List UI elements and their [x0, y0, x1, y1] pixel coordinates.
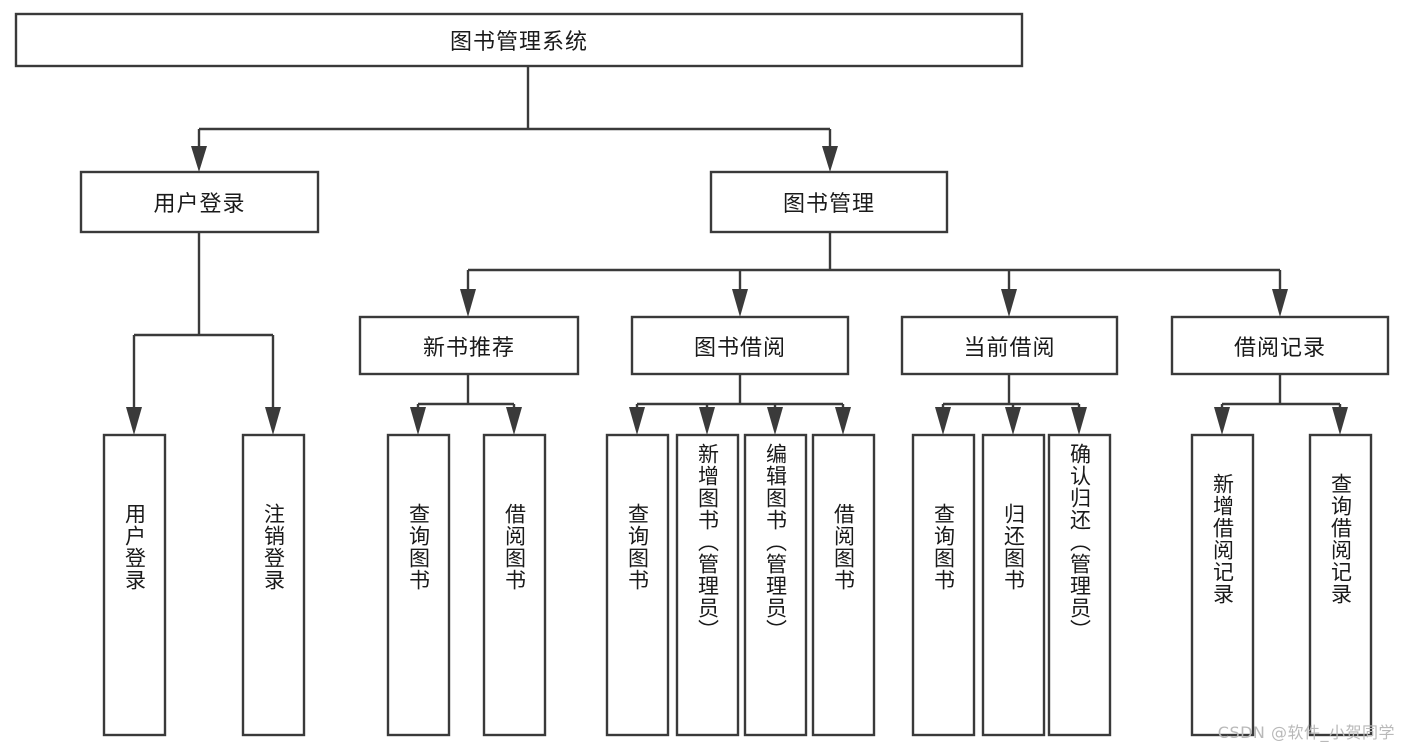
connector-user-login-to-leaves [126, 232, 281, 435]
node-box-root[interactable] [14, 12, 1024, 68]
node-box-leaf-logout[interactable] [241, 433, 306, 737]
node-box-leaf-edit-book-admin[interactable] [743, 433, 808, 737]
node-box-leaf-add-borrow-record[interactable] [1190, 433, 1255, 737]
node-box-leaf-query-borrow-record[interactable] [1308, 433, 1373, 737]
node-box-leaf-user-login[interactable] [102, 433, 167, 737]
node-box-user-login[interactable] [79, 170, 320, 234]
node-box-leaf-borrow-book-recommend[interactable] [482, 433, 547, 737]
node-box-leaf-query-book-current[interactable] [911, 433, 976, 737]
node-box-leaf-query-book-recommend[interactable] [386, 433, 451, 737]
node-box-leaf-add-book-admin[interactable] [675, 433, 740, 737]
connector-book-management-to-level3 [460, 232, 1288, 317]
node-box-leaf-return-book[interactable] [981, 433, 1046, 737]
connector-root-to-level2 [191, 66, 838, 172]
node-box-book-management[interactable] [709, 170, 949, 234]
connector-book-borrow-to-leaves [629, 374, 851, 435]
node-box-new-book-recommend[interactable] [358, 315, 580, 376]
node-box-borrow-record[interactable] [1170, 315, 1390, 376]
connector-new-book-recommend-to-leaves [410, 374, 522, 435]
watermark-text: CSDN @软件_小贺同学 [1217, 723, 1395, 742]
node-box-leaf-borrow-book[interactable] [811, 433, 876, 737]
node-box-leaf-confirm-return-admin[interactable] [1047, 433, 1112, 737]
node-box-leaf-query-book-borrow[interactable] [605, 433, 670, 737]
connector-borrow-record-to-leaves [1214, 374, 1348, 435]
connector-current-borrow-to-leaves [935, 374, 1087, 435]
node-box-current-borrow[interactable] [900, 315, 1119, 376]
node-box-book-borrow[interactable] [630, 315, 850, 376]
